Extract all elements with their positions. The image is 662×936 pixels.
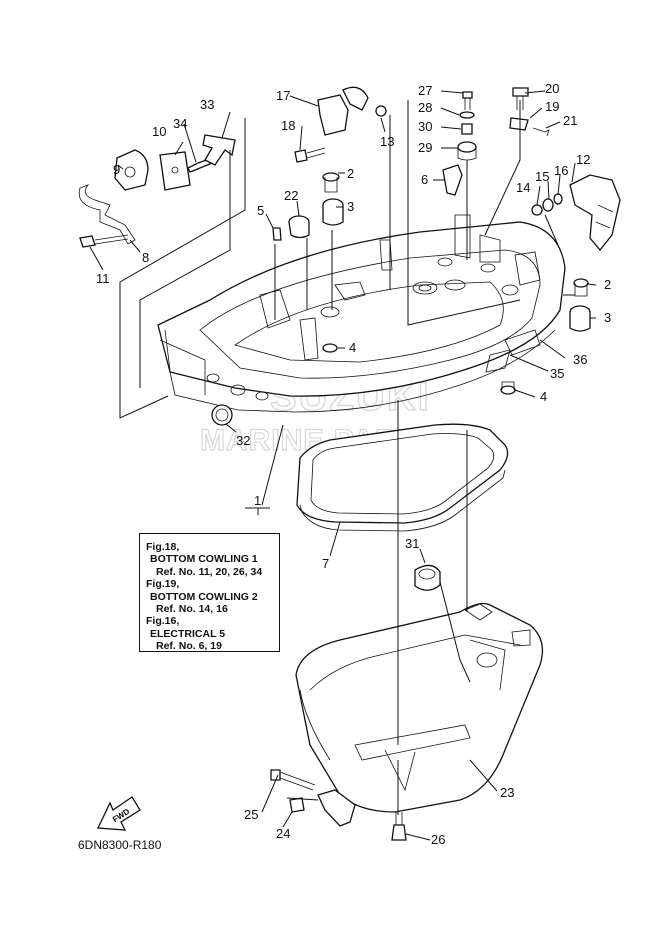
callout-4-pan: 4	[349, 340, 356, 355]
callout-23: 23	[500, 785, 514, 800]
callout-8: 8	[142, 250, 149, 265]
callout-2-top: 2	[347, 166, 354, 181]
callout-29: 29	[418, 140, 432, 155]
callout-35: 35	[550, 366, 564, 381]
callout-2-right: 2	[604, 277, 611, 292]
diagram-code: 6DN8300-R180	[78, 838, 162, 852]
ref-fig16: Fig.16,	[146, 615, 180, 628]
callout-16: 16	[554, 163, 568, 178]
callout-25: 25	[244, 807, 258, 822]
ref-fig19: Fig.19,	[146, 578, 180, 591]
callout-14: 14	[516, 180, 530, 195]
callout-9: 9	[113, 162, 120, 177]
callout-33: 33	[200, 97, 214, 112]
ref-fig16-title: ELECTRICAL 5	[150, 627, 226, 640]
callout-5: 5	[257, 203, 264, 218]
callout-34: 34	[173, 116, 187, 131]
leader-lines	[89, 90, 597, 841]
callout-21: 21	[563, 113, 577, 128]
callout-labels: 17 33 18 13 27 28 30 29 20 19 21 34 10 9…	[96, 81, 611, 847]
ref-fig18-refs: Ref. No. 11, 20, 26, 34	[156, 565, 263, 578]
callout-6: 6	[421, 172, 428, 187]
callout-26: 26	[431, 832, 445, 847]
callout-19: 19	[545, 99, 559, 114]
callout-3-top: 3	[347, 199, 354, 214]
callout-1: 1	[254, 493, 261, 508]
callout-12: 12	[576, 152, 590, 167]
callout-32: 32	[236, 433, 250, 448]
callout-36: 36	[573, 352, 587, 367]
callout-18: 18	[281, 118, 295, 133]
ref-fig18-title: BOTTOM COWLING 1	[150, 553, 258, 566]
reference-box: Fig.18, BOTTOM COWLING 1 Ref. No. 11, 20…	[139, 533, 280, 652]
callout-3-right: 3	[604, 310, 611, 325]
callout-24: 24	[276, 826, 290, 841]
callout-7: 7	[322, 556, 329, 571]
callout-13: 13	[380, 134, 394, 149]
ref-fig16-refs: Ref. No. 6, 19	[156, 640, 222, 653]
callout-15: 15	[535, 169, 549, 184]
fwd-arrow-icon: FWD	[97, 796, 141, 831]
callout-30: 30	[418, 119, 432, 134]
bottom-cowling-pan	[157, 214, 566, 413]
callout-11: 11	[96, 271, 110, 286]
ref-fig19-refs: Ref. No. 14, 16	[156, 603, 228, 616]
ref-fig19-title: BOTTOM COWLING 2	[150, 590, 258, 603]
lower-cover	[295, 602, 544, 813]
callout-31: 31	[405, 536, 419, 551]
callout-28: 28	[418, 100, 432, 115]
callout-27: 27	[418, 83, 432, 98]
ref-fig18: Fig.18,	[146, 541, 180, 553]
callout-4-right: 4	[540, 389, 547, 404]
gasket-seal	[296, 423, 509, 532]
callout-20: 20	[545, 81, 559, 96]
callout-22: 22	[284, 188, 298, 203]
callout-17: 17	[276, 88, 290, 103]
small-parts	[78, 86, 621, 841]
callout-10: 10	[152, 124, 166, 139]
